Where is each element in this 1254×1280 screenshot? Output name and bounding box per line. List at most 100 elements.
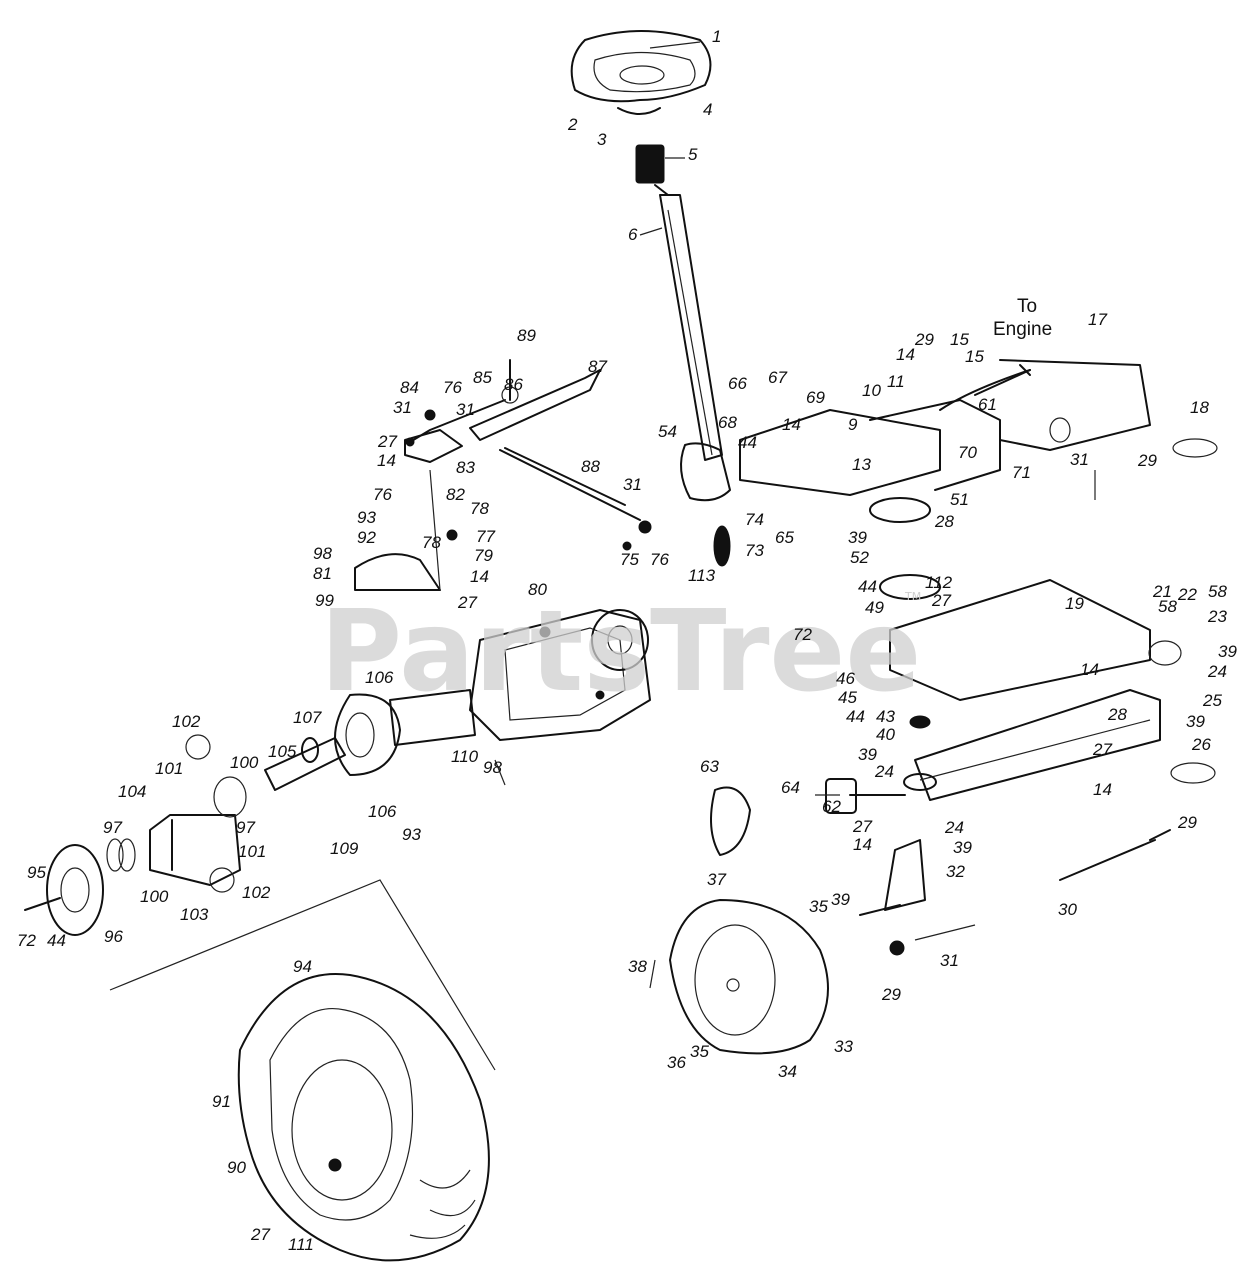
part-callout-72: 72 [17, 931, 36, 950]
part-callout-15: 15 [950, 330, 969, 349]
front-axle [889, 579, 1216, 801]
part-callout-75: 75 [620, 550, 639, 569]
part-callout-14: 14 [1093, 780, 1112, 799]
part-callout-102: 102 [242, 883, 271, 902]
part-callout-81: 81 [313, 564, 332, 583]
part-callout-106: 106 [365, 668, 394, 687]
part-callout-27: 27 [852, 817, 872, 836]
part-callout-13: 13 [852, 455, 871, 474]
part-callout-80: 80 [528, 580, 547, 599]
part-callout-34: 34 [778, 1062, 797, 1081]
part-callout-107: 107 [293, 708, 322, 727]
part-callout-28: 28 [1107, 705, 1127, 724]
part-callout-14: 14 [896, 345, 915, 364]
part-callout-31: 31 [940, 951, 959, 970]
left-steering-arm [354, 409, 463, 591]
part-callout-98: 98 [483, 758, 502, 777]
part-callout-38: 38 [628, 957, 647, 976]
part-callout-46: 46 [836, 669, 855, 688]
watermark: PartsTree [320, 587, 921, 717]
part-callout-82: 82 [446, 485, 465, 504]
steering-shaft [635, 144, 723, 461]
part-callout-27: 27 [931, 591, 951, 610]
part-callout-29: 29 [1177, 813, 1197, 832]
part-callout-45: 45 [838, 688, 857, 707]
part-callout-73: 73 [745, 541, 764, 560]
part-callout-79: 79 [474, 546, 493, 565]
part-callout-52: 52 [850, 548, 869, 567]
part-callout-17: 17 [1088, 310, 1107, 329]
steering-gear-housing [622, 442, 731, 567]
part-callout-14: 14 [853, 835, 872, 854]
frame-plate [739, 359, 1218, 496]
part-callout-28: 28 [934, 512, 954, 531]
part-callout-113: 113 [688, 566, 716, 585]
part-callout-70: 70 [958, 443, 977, 462]
wheel-hub [24, 838, 136, 936]
part-callout-94: 94 [293, 957, 312, 976]
part-callout-4: 4 [703, 100, 712, 119]
part-callout-5: 5 [688, 145, 698, 164]
part-callout-35: 35 [690, 1042, 709, 1061]
part-callout-105: 105 [268, 742, 297, 761]
part-callout-97: 97 [236, 818, 255, 837]
part-callout-23: 23 [1207, 607, 1227, 626]
part-callout-39: 39 [831, 890, 850, 909]
part-callout-44: 44 [47, 931, 66, 950]
part-callout-2: 2 [567, 115, 578, 134]
part-callout-26: 26 [1191, 735, 1211, 754]
part-callout-83: 83 [456, 458, 475, 477]
part-callout-31: 31 [1070, 450, 1089, 469]
to-engine-caption-line2: Engine [993, 319, 1052, 340]
part-callout-29: 29 [1137, 451, 1157, 470]
part-callout-101: 101 [238, 842, 266, 861]
part-callout-1: 1 [712, 27, 721, 46]
part-callout-100: 100 [140, 887, 169, 906]
part-callout-43: 43 [876, 707, 895, 726]
part-callout-99: 99 [315, 591, 334, 610]
part-callout-78: 78 [422, 533, 441, 552]
bushing-shield [710, 786, 751, 856]
part-callout-27: 27 [1092, 740, 1112, 759]
part-callout-84: 84 [400, 378, 419, 397]
part-callout-40: 40 [876, 725, 895, 744]
part-callout-77: 77 [476, 527, 495, 546]
part-callout-51: 51 [950, 490, 969, 509]
part-callout-96: 96 [104, 927, 123, 946]
to-engine-arrow [974, 369, 1031, 396]
part-callout-29: 29 [914, 330, 934, 349]
part-callout-31: 31 [393, 398, 412, 417]
part-callout-61: 61 [978, 395, 997, 414]
callout-leader [639, 227, 663, 236]
part-callout-39: 39 [848, 528, 867, 547]
part-callout-54: 54 [658, 422, 677, 441]
part-callout-6: 6 [628, 225, 638, 244]
part-callout-14: 14 [1080, 660, 1099, 679]
part-callout-86: 86 [504, 375, 523, 394]
part-callout-112: 112 [925, 573, 953, 592]
part-callout-19: 19 [1065, 594, 1084, 613]
part-callout-14: 14 [377, 451, 396, 470]
part-callout-93: 93 [402, 825, 421, 844]
part-callout-109: 109 [330, 839, 359, 858]
part-callout-95: 95 [27, 863, 46, 882]
part-callout-27: 27 [250, 1225, 270, 1244]
part-callout-44: 44 [846, 707, 865, 726]
part-callout-35: 35 [809, 897, 828, 916]
part-callout-92: 92 [357, 528, 376, 547]
part-callout-91: 91 [212, 1092, 231, 1111]
part-callout-98: 98 [313, 544, 332, 563]
part-callout-74: 74 [745, 510, 764, 529]
part-callout-103: 103 [180, 905, 209, 924]
part-callout-71: 71 [1012, 463, 1031, 482]
part-callout-18: 18 [1190, 398, 1209, 417]
part-callout-44: 44 [858, 577, 877, 596]
part-callout-25: 25 [1202, 691, 1222, 710]
part-callout-58: 58 [1158, 597, 1177, 616]
to-engine-caption-line1: To [1017, 296, 1037, 317]
part-callout-87: 87 [588, 357, 607, 376]
part-callout-39: 39 [858, 745, 877, 764]
spindle-housing [149, 734, 247, 893]
front-spindle [825, 715, 976, 956]
